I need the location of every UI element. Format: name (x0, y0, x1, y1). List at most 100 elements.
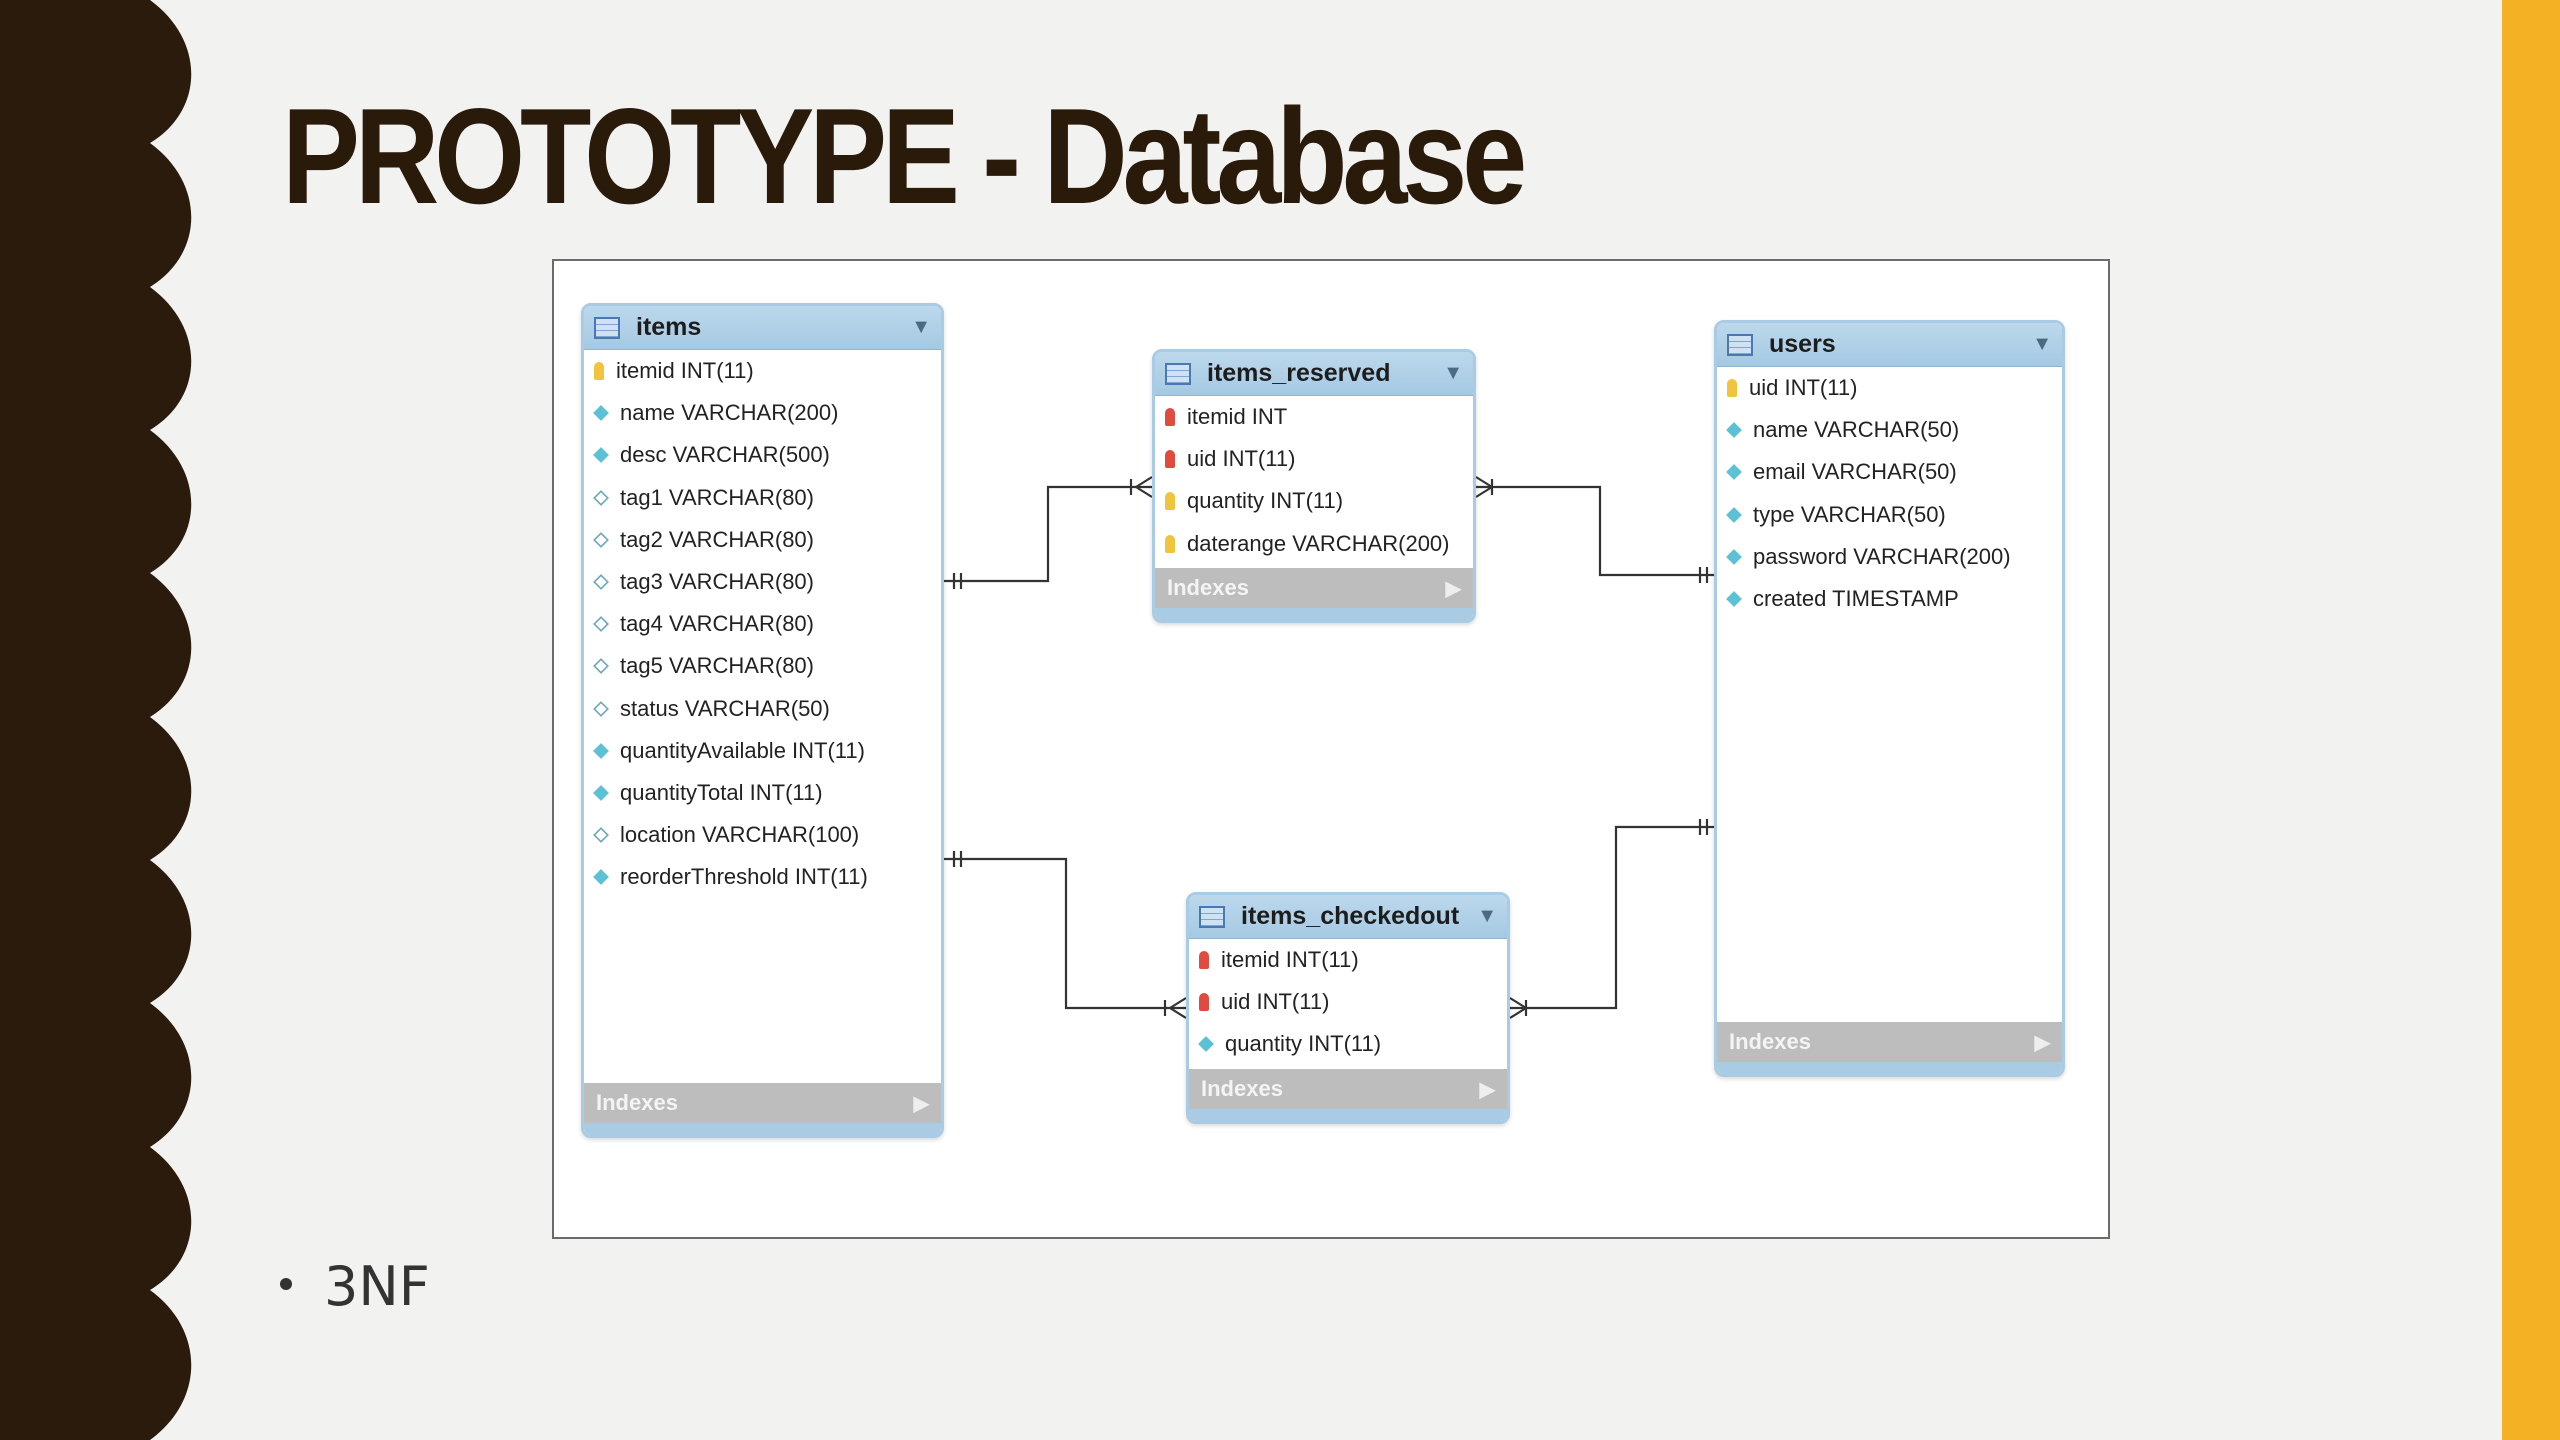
table-footer (1155, 608, 1473, 620)
indexes-label: Indexes (596, 1090, 678, 1115)
column-text: itemid INT(11) (1221, 947, 1359, 973)
table-users[interactable]: users▼ uid INT(11) name VARCHAR(50)email V… (1714, 320, 2065, 1077)
column-row[interactable]: tag1 VARCHAR(80) (584, 477, 941, 519)
table-header[interactable]: items▼ (584, 306, 941, 350)
er-diagram: items▼ itemid INT(11) name VARCHAR(200) des… (552, 259, 2110, 1239)
table-items-checkedout[interactable]: items_checkedout ▼ itemid INT(11) uid INT(1… (1186, 892, 1510, 1124)
indexes-section[interactable]: Indexes ▶ (1189, 1069, 1507, 1109)
filled-diamond-icon (593, 447, 609, 464)
primary-key-icon (594, 362, 604, 381)
column-row[interactable]: tag5 VARCHAR(80) (584, 645, 941, 687)
column-text: daterange VARCHAR(200) (1187, 530, 1450, 556)
expand-arrow-icon[interactable]: ▶ (1479, 1078, 1495, 1101)
table-footer (584, 1123, 941, 1135)
column-row[interactable]: itemid INT (1155, 396, 1473, 438)
collapse-arrow-icon[interactable]: ▼ (1443, 362, 1463, 384)
foreign-key-icon (1165, 408, 1175, 427)
table-icon (594, 316, 620, 339)
table-icon (1727, 333, 1753, 356)
hollow-diamond-icon (593, 531, 609, 548)
hollow-diamond-icon (593, 489, 609, 506)
column-text: tag1 VARCHAR(80) (620, 484, 814, 510)
filled-diamond-icon (593, 742, 609, 759)
primary-key-icon (1165, 492, 1175, 511)
table-header[interactable]: users▼ (1717, 323, 2062, 367)
column-row[interactable]: tag3 VARCHAR(80) (584, 561, 941, 603)
expand-arrow-icon[interactable]: ▶ (913, 1092, 929, 1115)
column-row[interactable]: quantityTotal INT(11) (584, 772, 941, 814)
column-text: quantityTotal INT(11) (620, 779, 823, 805)
column-row[interactable]: type VARCHAR(50) (1717, 494, 2062, 536)
column-row[interactable]: quantity INT(11) (1155, 480, 1473, 522)
filled-diamond-icon (1726, 506, 1742, 523)
column-row[interactable]: desc VARCHAR(500) (584, 434, 941, 476)
column-row[interactable]: tag2 VARCHAR(80) (584, 519, 941, 561)
column-row[interactable]: quantityAvailable INT(11) (584, 730, 941, 772)
collapse-arrow-icon[interactable]: ▼ (2032, 333, 2052, 355)
column-row[interactable]: tag4 VARCHAR(80) (584, 603, 941, 645)
table-footer (1717, 1062, 2062, 1074)
column-text: tag5 VARCHAR(80) (620, 653, 814, 679)
collapse-arrow-icon[interactable]: ▼ (1477, 905, 1497, 927)
column-text: password VARCHAR(200) (1753, 543, 2011, 569)
table-name: items_checkedout (1241, 902, 1460, 930)
primary-key-icon (1165, 534, 1175, 553)
column-row[interactable]: uid INT(11) (1155, 438, 1473, 480)
column-row[interactable]: uid INT(11) (1189, 981, 1507, 1023)
column-row[interactable]: quantity INT(11) (1189, 1023, 1507, 1065)
table-items[interactable]: items▼ itemid INT(11) name VARCHAR(200) des… (581, 303, 944, 1138)
hollow-diamond-icon (593, 616, 609, 633)
hollow-diamond-icon (593, 827, 609, 844)
column-text: tag3 VARCHAR(80) (620, 569, 814, 595)
collapse-arrow-icon[interactable]: ▼ (911, 316, 931, 338)
column-text: quantityAvailable INT(11) (620, 737, 865, 763)
table-icon (1199, 905, 1225, 928)
table-header[interactable]: items_reserved▼ (1155, 352, 1473, 396)
column-text: itemid INT(11) (616, 358, 754, 384)
column-row[interactable]: email VARCHAR(50) (1717, 451, 2062, 493)
column-text: uid INT(11) (1187, 446, 1296, 472)
column-text: tag4 VARCHAR(80) (620, 611, 814, 637)
column-text: name VARCHAR(200) (620, 400, 839, 426)
column-text: quantity INT(11) (1225, 1031, 1382, 1057)
column-row[interactable]: itemid INT(11) (1189, 939, 1507, 981)
indexes-section[interactable]: Indexes▶ (1717, 1022, 2062, 1062)
left-wavy-band (0, 0, 192, 1440)
bullet-text: 3NF (324, 1255, 430, 1318)
column-row[interactable]: itemid INT(11) (584, 350, 941, 392)
column-text: type VARCHAR(50) (1753, 501, 1946, 527)
column-row[interactable]: location VARCHAR(100) (584, 814, 941, 856)
column-row[interactable]: password VARCHAR(200) (1717, 536, 2062, 578)
expand-arrow-icon[interactable]: ▶ (1445, 577, 1461, 600)
column-row[interactable]: name VARCHAR(200) (584, 392, 941, 434)
filled-diamond-icon (1726, 464, 1742, 481)
column-text: created TIMESTAMP (1753, 586, 1959, 612)
filled-diamond-icon (1726, 548, 1742, 565)
column-row[interactable]: name VARCHAR(50) (1717, 409, 2062, 451)
foreign-key-icon (1199, 951, 1209, 970)
indexes-label: Indexes (1167, 575, 1249, 600)
expand-arrow-icon[interactable]: ▶ (2034, 1031, 2050, 1054)
table-header[interactable]: items_checkedout ▼ (1189, 895, 1507, 939)
table-icon (1165, 362, 1191, 385)
indexes-section[interactable]: Indexes ▶ (584, 1083, 941, 1123)
bullet-item: 3NF (280, 1255, 430, 1318)
primary-key-icon (1727, 379, 1737, 398)
filled-diamond-icon (1726, 591, 1742, 607)
column-row[interactable]: uid INT(11) (1717, 367, 2062, 409)
table-items-reserved[interactable]: items_reserved▼itemid INT uid INT(11) quan… (1152, 349, 1476, 623)
column-text: reorderThreshold INT(11) (620, 864, 868, 890)
indexes-section[interactable]: Indexes ▶ (1155, 568, 1473, 608)
column-row[interactable]: daterange VARCHAR(200) (1155, 523, 1473, 565)
column-row[interactable]: status VARCHAR(50) (584, 688, 941, 730)
hollow-diamond-icon (593, 574, 609, 590)
indexes-label: Indexes (1201, 1076, 1283, 1101)
column-row[interactable]: created TIMESTAMP (1717, 578, 2062, 620)
column-text: status VARCHAR(50) (620, 695, 830, 721)
filled-diamond-icon (1726, 422, 1742, 439)
column-text: desc VARCHAR(500) (620, 442, 830, 468)
column-row[interactable]: reorderThreshold INT(11) (584, 856, 941, 898)
foreign-key-icon (1199, 993, 1209, 1012)
column-text: uid INT(11) (1749, 375, 1858, 401)
